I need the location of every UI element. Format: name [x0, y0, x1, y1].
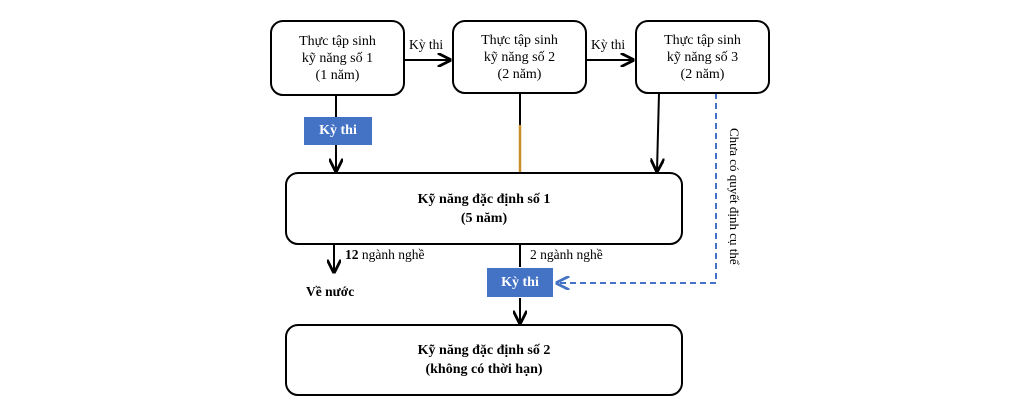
undecided-label: Chưa có quyết định cụ thể — [727, 128, 742, 265]
branch-right-label: 2 ngành nghề — [530, 247, 603, 262]
branch-left-text: ngành nghề — [361, 247, 425, 262]
exam-box-2: Kỳ thi — [487, 268, 553, 297]
intern-box-1: Thực tập sinh kỹ năng số 1 (1 năm) — [270, 20, 405, 96]
specified-skill-1-duration: (5 năm) — [460, 210, 508, 226]
intern-1-line-3: (1 năm) — [315, 67, 360, 83]
intern-1-line-1: Thực tập sinh — [299, 33, 376, 49]
exam-box-1: Kỳ thi — [304, 117, 372, 145]
intern-1-line-2: kỹ năng số 1 — [301, 50, 374, 66]
intern-3-line-1: Thực tập sinh — [664, 32, 741, 48]
arrow-label-exam-1: Kỳ thi — [409, 37, 444, 52]
branch-left-label: 12 ngành nghề — [345, 247, 424, 263]
specified-skill-2-box: Kỹ năng đặc định số 2 (không có thời hạn… — [285, 324, 683, 396]
intern-box-3: Thực tập sinh kỹ năng số 3 (2 năm) — [635, 20, 770, 94]
intern-2-line-2: kỹ năng số 2 — [483, 49, 556, 65]
intern-2-line-3: (2 năm) — [497, 66, 542, 82]
specified-skill-1-box: Kỹ năng đặc định số 1 (5 năm) — [285, 172, 683, 245]
specified-skill-2-duration: (không có thời hạn) — [425, 362, 543, 377]
intern-3-line-3: (2 năm) — [680, 66, 725, 82]
specified-skill-2-title: Kỹ năng đặc định số 2 — [417, 343, 551, 358]
dashed-path-intern3-to-exam — [557, 93, 717, 283]
branch-left-count: 12 — [345, 247, 359, 262]
arrow-intern3-to-skill1 — [657, 92, 659, 171]
return-home-label: Về nước — [306, 284, 355, 299]
intern-3-line-2: kỹ năng số 3 — [666, 49, 739, 65]
arrow-label-exam-2: Kỳ thi — [591, 37, 626, 52]
specified-skill-1-title: Kỹ năng đặc định số 1 — [417, 191, 551, 207]
intern-box-2: Thực tập sinh kỹ năng số 2 (2 năm) — [452, 20, 587, 94]
intern-2-line-1: Thực tập sinh — [481, 32, 558, 48]
